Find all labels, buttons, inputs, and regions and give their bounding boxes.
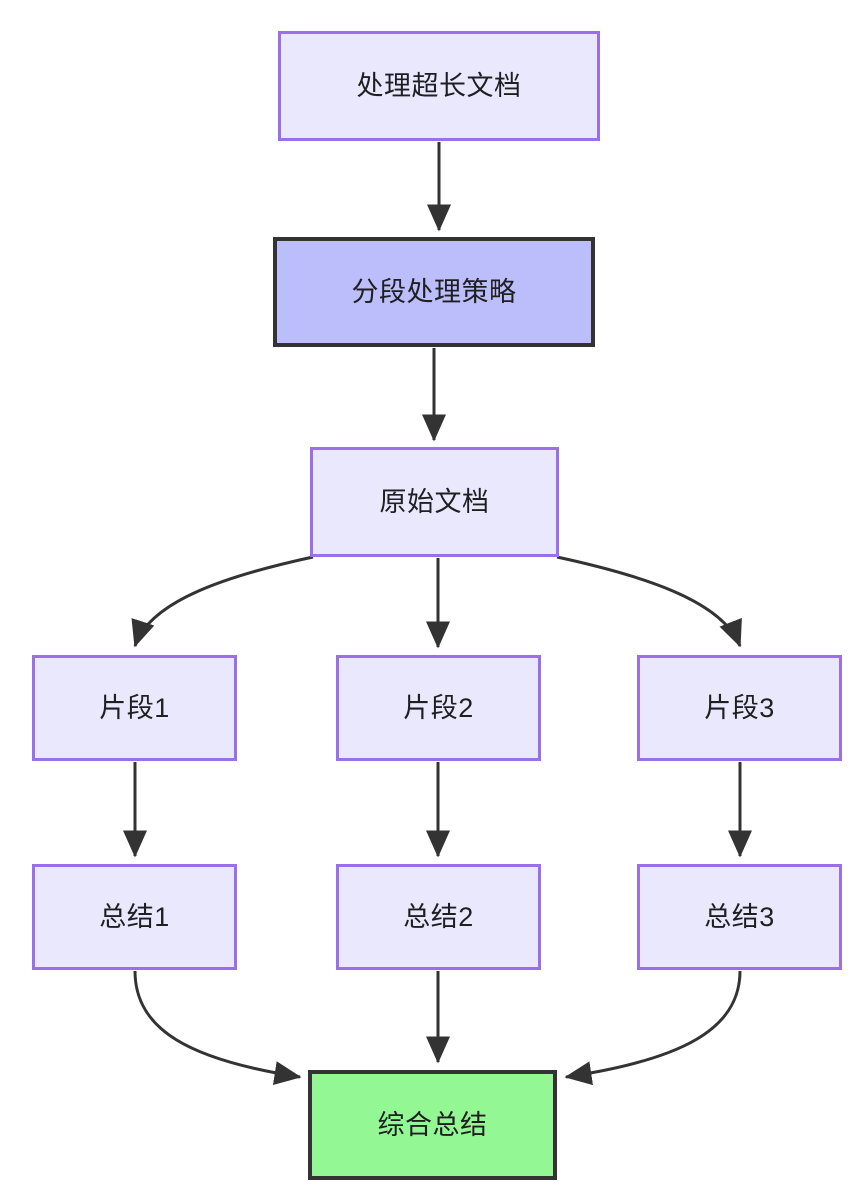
node-summary-2[interactable]: 总结2 (336, 864, 541, 970)
node-label: 原始文档 (379, 486, 490, 517)
node-label: 综合总结 (377, 1109, 488, 1140)
node-process-long-document[interactable]: 处理超长文档 (278, 31, 600, 141)
node-label: 总结2 (403, 901, 474, 932)
edge-n3-n6 (556, 555, 742, 648)
node-label: 总结1 (99, 901, 170, 932)
edge-n9-n10 (564, 970, 742, 1086)
node-original-document[interactable]: 原始文档 (310, 447, 559, 557)
node-fragment-1[interactable]: 片段1 (32, 655, 237, 761)
node-label: 处理超长文档 (356, 70, 522, 101)
node-label: 片段2 (403, 692, 474, 723)
edge-n3-n4 (131, 555, 314, 648)
edge-n7-n10 (133, 970, 302, 1085)
node-fragment-3[interactable]: 片段3 (637, 655, 842, 761)
node-final-summary[interactable]: 综合总结 (308, 1070, 557, 1180)
node-chunking-strategy[interactable]: 分段处理策略 (273, 237, 595, 347)
node-fragment-2[interactable]: 片段2 (336, 655, 541, 761)
node-label: 总结3 (704, 901, 775, 932)
node-label: 片段3 (704, 692, 775, 723)
node-label: 片段1 (99, 692, 170, 723)
node-summary-1[interactable]: 总结1 (32, 864, 237, 970)
node-label: 分段处理策略 (351, 276, 517, 307)
node-summary-3[interactable]: 总结3 (637, 864, 842, 970)
